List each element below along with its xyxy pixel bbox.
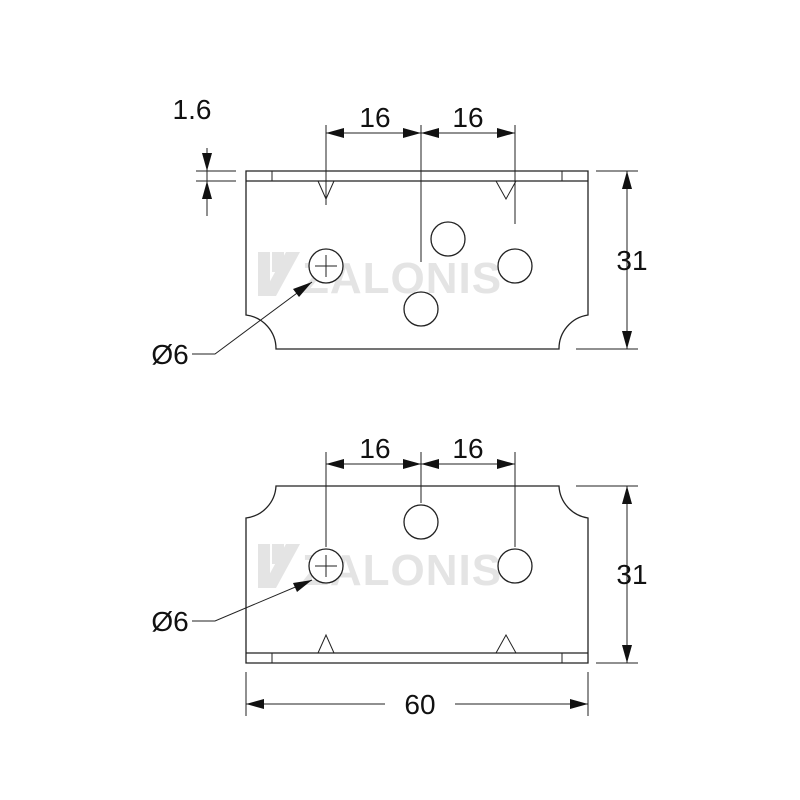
top-v-notch-right [495, 180, 517, 201]
bottom-hole-leader [192, 579, 313, 622]
arrowhead [326, 128, 344, 138]
top-hole-lower-center [403, 291, 439, 327]
arrowhead [421, 459, 439, 469]
arrowhead [293, 282, 312, 297]
arrowhead [293, 580, 312, 592]
top-spacing-left-label: 16 [359, 102, 390, 133]
arrowhead [497, 128, 515, 138]
arrowhead [570, 699, 588, 709]
top-hole-upper-center [430, 221, 466, 257]
bottom-plate-outline [245, 485, 589, 664]
bottom-hole-label: Ø6 [151, 606, 188, 637]
bottom-height-label: 31 [616, 559, 647, 590]
bottom-view: 16 16 31 Ø6 60 [151, 433, 647, 720]
top-spacing-right-label: 16 [452, 102, 483, 133]
bottom-hole-right [497, 548, 533, 584]
bottom-spacing-left-label: 16 [359, 433, 390, 464]
bottom-v-notch-right [495, 633, 517, 654]
top-hole-leader [192, 281, 313, 355]
bottom-v-notch-left [317, 633, 335, 654]
top-hole-label: Ø6 [151, 339, 188, 370]
arrowhead [622, 331, 632, 349]
arrowhead [202, 181, 212, 199]
arrowhead [403, 459, 421, 469]
top-height-label: 31 [616, 245, 647, 276]
top-hole-right [497, 248, 533, 284]
top-thickness-label: 1.6 [173, 94, 212, 125]
bottom-hole-center [403, 504, 439, 540]
arrowhead [202, 153, 212, 171]
arrowhead [622, 171, 632, 189]
arrowhead [246, 699, 264, 709]
bottom-spacing-right-label: 16 [452, 433, 483, 464]
watermark-logo-mark [258, 252, 300, 296]
watermark-logo-mark [258, 544, 300, 588]
bottom-width-label: 60 [404, 689, 435, 720]
arrowhead [497, 459, 515, 469]
arrowhead [403, 128, 421, 138]
arrowhead [421, 128, 439, 138]
arrowhead [622, 645, 632, 663]
arrowhead [326, 459, 344, 469]
top-plate-outline [245, 170, 589, 350]
arrowhead [622, 486, 632, 504]
top-view: 16 16 1.6 31 Ø6 [151, 94, 647, 370]
